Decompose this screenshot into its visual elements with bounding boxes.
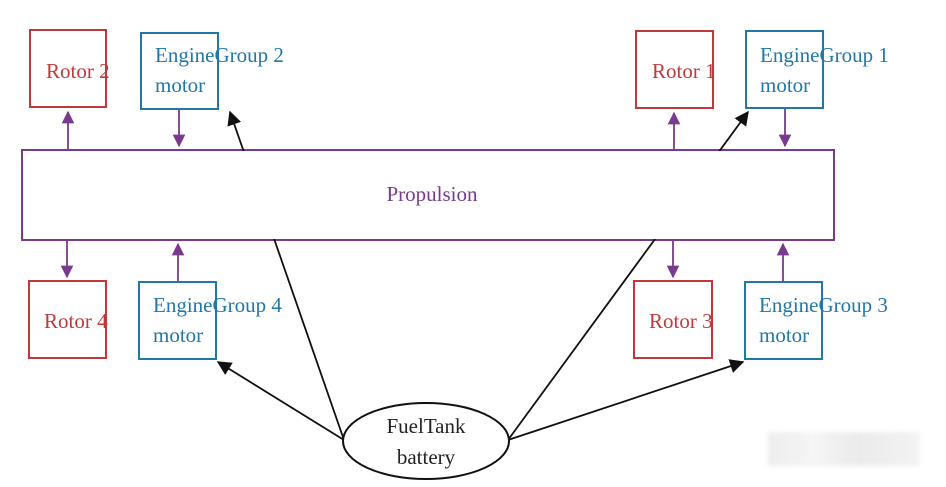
rotor-1-label: Rotor 1 xyxy=(652,59,716,83)
rotor-4-label: Rotor 4 xyxy=(44,309,108,333)
rotor-1-box: Rotor 1 xyxy=(635,30,716,109)
rotor-2-label: Rotor 2 xyxy=(46,59,110,83)
engine-group-3-sublabel: motor xyxy=(759,323,809,347)
fuel-tank-sublabel: battery xyxy=(397,445,456,469)
tank-to-engine3-line xyxy=(507,359,745,441)
rotor-3-box: Rotor 3 xyxy=(633,280,713,359)
rotor-3-label: Rotor 3 xyxy=(649,309,713,333)
fuel-tank-node: FuelTank battery xyxy=(342,402,510,480)
engine-group-1-label: EngineGroup 1 xyxy=(760,43,889,67)
engine-group-3-label: EngineGroup 3 xyxy=(759,293,888,317)
engine-group-1-box: EngineGroup 1 motor xyxy=(745,30,889,109)
engine-group-4-sublabel: motor xyxy=(153,323,203,347)
engine-group-3-box: EngineGroup 3 motor xyxy=(744,281,888,360)
engine-group-2-label: EngineGroup 2 xyxy=(155,43,284,67)
engine-group-2-sublabel: motor xyxy=(155,73,205,97)
rotor-4-box: Rotor 4 xyxy=(28,280,108,359)
engine-group-4-box: EngineGroup 4 motor xyxy=(138,281,282,360)
propulsion-label-front: Propulsion xyxy=(386,182,478,206)
blurred-watermark xyxy=(768,432,920,466)
fuel-tank-label: FuelTank xyxy=(386,414,466,438)
engine-group-4-label: EngineGroup 4 xyxy=(153,293,282,317)
engine-group-1-sublabel: motor xyxy=(760,73,810,97)
rotor-2-box: Rotor 2 xyxy=(29,29,110,108)
engine-group-2-box: EngineGroup 2 motor xyxy=(140,32,284,110)
tank-to-engine4-line xyxy=(216,361,345,441)
